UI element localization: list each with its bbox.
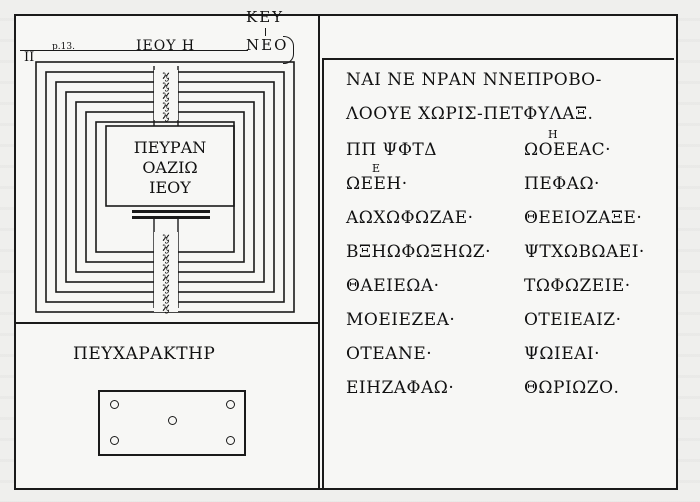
seal-inner-name: ΠΕΥΡΑΝ ΟΑΖΙΩ ΙΕΟΥ: [106, 138, 234, 198]
chain-link: ϗ: [162, 270, 170, 284]
key-bottom: ΝΕΟ: [246, 36, 289, 54]
text-line-6-right: ΨΤΧΩΒΩΑΕΙ·: [524, 242, 645, 262]
text-line-10-right: ΘΩΡΙΩΖΟ.: [524, 378, 620, 398]
plaque-hole: [226, 400, 235, 409]
key-top: ΚΕΥ: [246, 8, 285, 26]
text-line-5-right: ΘΕΕΙΟΖΑΞΕ·: [524, 208, 643, 228]
chain-link: ϗ: [162, 88, 170, 102]
text-line-6-left: ΒΞΗΩΦΩΞΗΩΖ·: [346, 242, 492, 262]
text-line-3-left: ΠΠ ΨΦΤΔ: [346, 140, 438, 160]
chain-link: ϗ: [162, 230, 170, 244]
key-tick: [265, 28, 266, 36]
seal-bar-top: [132, 210, 210, 213]
text-line-5-left: ΑΩΧΩΦΩΖΑΕ·: [346, 208, 474, 228]
page-number: p.13.: [52, 42, 75, 52]
plaque-hole: [226, 436, 235, 445]
chain-link: ϗ: [162, 108, 170, 122]
seal-column: [14, 14, 320, 490]
seal-name-line: ΟΑΖΙΩ: [142, 158, 198, 177]
plaque-hole: [168, 416, 177, 425]
seal-title: ΙΕΟΥ Η: [136, 38, 196, 54]
chain-link: ϗ: [162, 68, 170, 82]
text-line-8-right: ΟΤΕΙΕΑΙΖ·: [524, 310, 622, 330]
plaque-hole: [110, 400, 119, 409]
text-line-10-left: ΕΙΗΖΑΦΑΩ·: [346, 378, 455, 398]
chain-link: ϗ: [162, 240, 170, 254]
text-panel: [322, 58, 674, 490]
text-line-9-right: ΨΩΙΕΑΙ·: [524, 344, 601, 364]
text-line-7-left: ΘΑΕΙΕΩΑ·: [346, 276, 440, 296]
chain-link: ϗ: [162, 78, 170, 92]
chain-link: ϗ: [162, 260, 170, 274]
plaque-hole: [110, 436, 119, 445]
seal-ring-1: [35, 61, 295, 313]
text-line-9-left: ΟΤΕΑΝΕ·: [346, 344, 433, 364]
text-line-3-right: ΩΟΕΕΑϹ·: [524, 140, 612, 160]
seal-divider: [14, 322, 320, 324]
margin-mark: II: [24, 50, 35, 65]
chain-link: ϗ: [162, 300, 170, 314]
text-line-4-left: ΩΕΕΗ·: [346, 174, 408, 194]
character-label: ΠΕΥΧΑΡΑΚΤΗΡ: [73, 344, 216, 364]
text-line-1: ΝΑΙ ΝΕ ΝΡΑΝ ΝΝΕΠΡΟΒΟ-: [346, 70, 602, 90]
seal-bar-bottom: [132, 216, 210, 219]
chain-link: ϗ: [162, 290, 170, 304]
header-rule: [20, 50, 248, 51]
text-line-2: ΛΟΟΥΕ ΧΩΡΙΣ-ΠΕΤΦΥΛΑΞ.: [346, 104, 594, 124]
text-line-8-left: ΜΟΕΙΕΖΕΑ·: [346, 310, 456, 330]
chain-link: ϗ: [162, 280, 170, 294]
text-line-4-left-sup: Ε: [372, 162, 381, 175]
character-plaque: [98, 390, 246, 456]
chain-upper: ϗ ϗ ϗ ϗ ϗ: [154, 68, 178, 122]
seal-name-line: ΠΕΥΡΑΝ: [133, 138, 207, 157]
seal-inner-box: [105, 125, 235, 207]
text-line-7-right: ΤΩΦΩΖΕΙΕ·: [524, 276, 631, 296]
text-line-3-right-sup: Η: [548, 128, 559, 141]
chain-link: ϗ: [162, 250, 170, 264]
chain-link: ϗ: [162, 98, 170, 112]
text-line-4-right: ΠΕΦΑΩ·: [524, 174, 600, 194]
seal-name-line: ΙΕΟΥ: [149, 178, 191, 197]
chain-lower: ϗ ϗ ϗ ϗ ϗ ϗ ϗ ϗ: [154, 230, 178, 314]
